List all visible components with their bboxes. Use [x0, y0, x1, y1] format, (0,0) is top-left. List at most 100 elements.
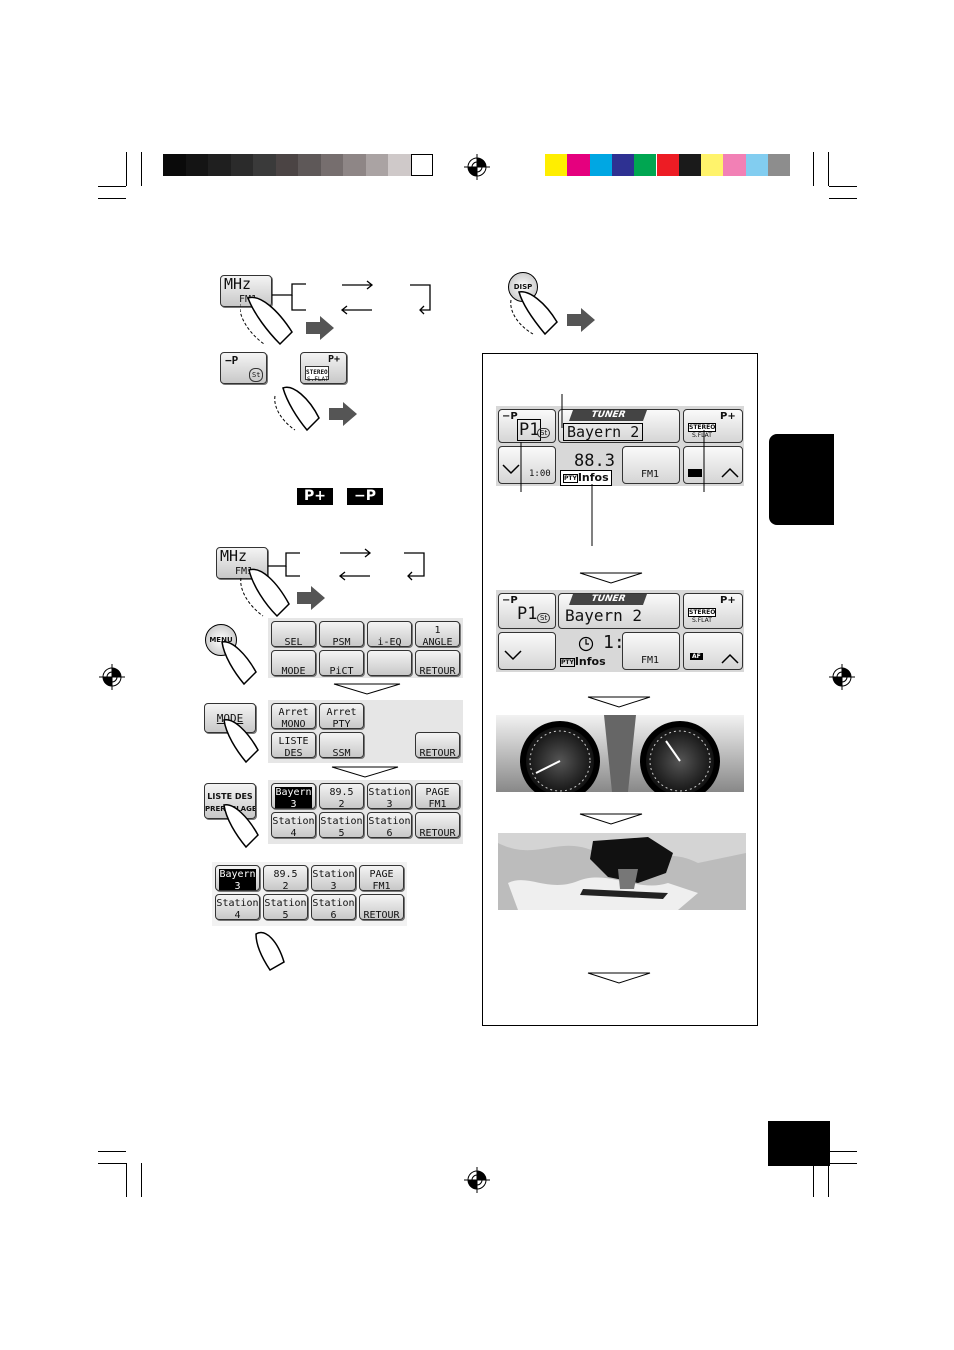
color-swatch — [567, 154, 590, 176]
preset-up-key[interactable]: P+ STEREO S.FLAT — [683, 409, 743, 443]
stereo-label: STEREO — [688, 608, 717, 617]
band-key[interactable]: FM1 — [622, 446, 680, 484]
chevron-up-icon — [721, 653, 739, 664]
preset-panel-final-key[interactable]: Bayern 31 — [215, 865, 260, 891]
preset-down-key-2[interactable]: −P P1 St — [498, 593, 556, 629]
color-swatch — [701, 154, 724, 176]
step1-cycle-arrows — [272, 280, 431, 315]
mode-panel-key[interactable]: SSM — [319, 732, 364, 758]
gray-swatch — [253, 154, 276, 176]
key-line-2: RETOUR — [363, 910, 400, 920]
preset-panel-key[interactable]: RETOUR — [415, 812, 460, 838]
key-line-1: Bayern 3 — [219, 869, 256, 891]
seek-down-key-2[interactable] — [498, 632, 556, 670]
menu-panel-key[interactable]: i-EQ — [367, 621, 412, 647]
finger-icon — [221, 641, 257, 686]
gray-swatch — [298, 154, 321, 176]
key-line-2: SEL — [284, 637, 303, 647]
af-indicator — [688, 469, 702, 477]
preset-panel-key[interactable]: Bayern 31 — [271, 783, 316, 809]
p-plus-symbol: P+ — [297, 488, 333, 505]
pty-name: Infos — [574, 655, 606, 668]
mhz-label: MHz — [220, 547, 248, 565]
stereo-label: STEREO — [305, 366, 329, 380]
seek-up-key[interactable] — [683, 446, 743, 484]
sflat-label: S.FLAT — [307, 376, 329, 383]
gray-swatch — [343, 154, 366, 176]
minus-p-label: −P — [225, 354, 239, 367]
chevron-up-icon — [721, 467, 739, 478]
mhz-fm1-button-2[interactable]: MHz FM1 — [216, 547, 268, 579]
down-arrow-icon — [331, 766, 399, 778]
color-swatch — [768, 154, 791, 176]
disp-label: DISP — [513, 283, 533, 291]
mode-panel-key[interactable]: RETOUR — [415, 732, 460, 758]
gray-swatch — [365, 154, 388, 176]
gauge-animation-image — [496, 715, 744, 792]
stereo-badge: St — [537, 428, 551, 438]
menu-panel-key[interactable]: PSM — [319, 621, 364, 647]
color-swatch — [611, 154, 635, 176]
key-line-1 — [416, 654, 459, 666]
color-swatch — [545, 154, 568, 176]
clock-icon — [578, 636, 594, 652]
menu-panel-key — [367, 650, 412, 676]
stereo-preset-up-button[interactable]: P+ STEREO S.FLAT — [300, 352, 347, 384]
finger-icon — [255, 931, 285, 971]
preset-up-key-2[interactable]: P+ STEREO S.FLAT — [683, 593, 743, 629]
chevron-down-icon — [504, 650, 522, 661]
gray-swatch — [320, 154, 343, 176]
seek-up-key-2[interactable]: AF — [683, 632, 743, 670]
key-line-2: 5 — [338, 828, 345, 838]
key-line-1 — [368, 654, 411, 666]
preset-down-key[interactable]: −P P1 St — [498, 409, 556, 443]
mode-panel-key[interactable]: LISTE DESPRERÉGLAGES — [271, 732, 316, 758]
key-line-2: FM1 — [372, 881, 391, 891]
gray-swatch — [275, 154, 298, 176]
key-line-1 — [320, 736, 363, 748]
menu-panel-key[interactable]: SEL — [271, 621, 316, 647]
menu-panel-key[interactable]: RETOUR — [415, 650, 460, 676]
key-line-2: RETOUR — [419, 828, 456, 838]
key-line-2: 4 — [234, 910, 241, 920]
color-swatch — [656, 154, 679, 176]
key-line-2: 5 — [282, 910, 289, 920]
band-key-2[interactable]: FM1 — [622, 632, 680, 670]
preset-down-button[interactable]: −P St — [220, 352, 267, 384]
key-line-1: Station — [368, 787, 411, 798]
color-swatch — [589, 154, 612, 176]
menu-panel-key[interactable]: MODE — [271, 650, 316, 676]
key-line-2: MONO — [281, 719, 306, 729]
finger-icon — [240, 296, 334, 346]
band-label: FM1 — [641, 469, 660, 480]
pty-label: PTY — [560, 657, 575, 667]
pty-infos: PTYInfos — [560, 655, 606, 669]
seek-down-key[interactable]: 1:00 — [498, 446, 556, 484]
down-arrow-icon — [587, 696, 651, 708]
key-line-1 — [416, 736, 459, 748]
key-line-1: Station — [320, 816, 363, 827]
gray-swatch — [410, 154, 433, 176]
preset-panel-final-key[interactable]: RETOUR — [359, 894, 404, 920]
finger-icon — [510, 291, 595, 336]
key-line-2: PTY — [332, 719, 351, 729]
key-line-2: i-EQ — [377, 637, 402, 647]
menu-panel-key[interactable]: PiCT — [319, 650, 364, 676]
key-line-1: Arret — [326, 707, 357, 718]
key-line-1: Station — [368, 816, 411, 827]
